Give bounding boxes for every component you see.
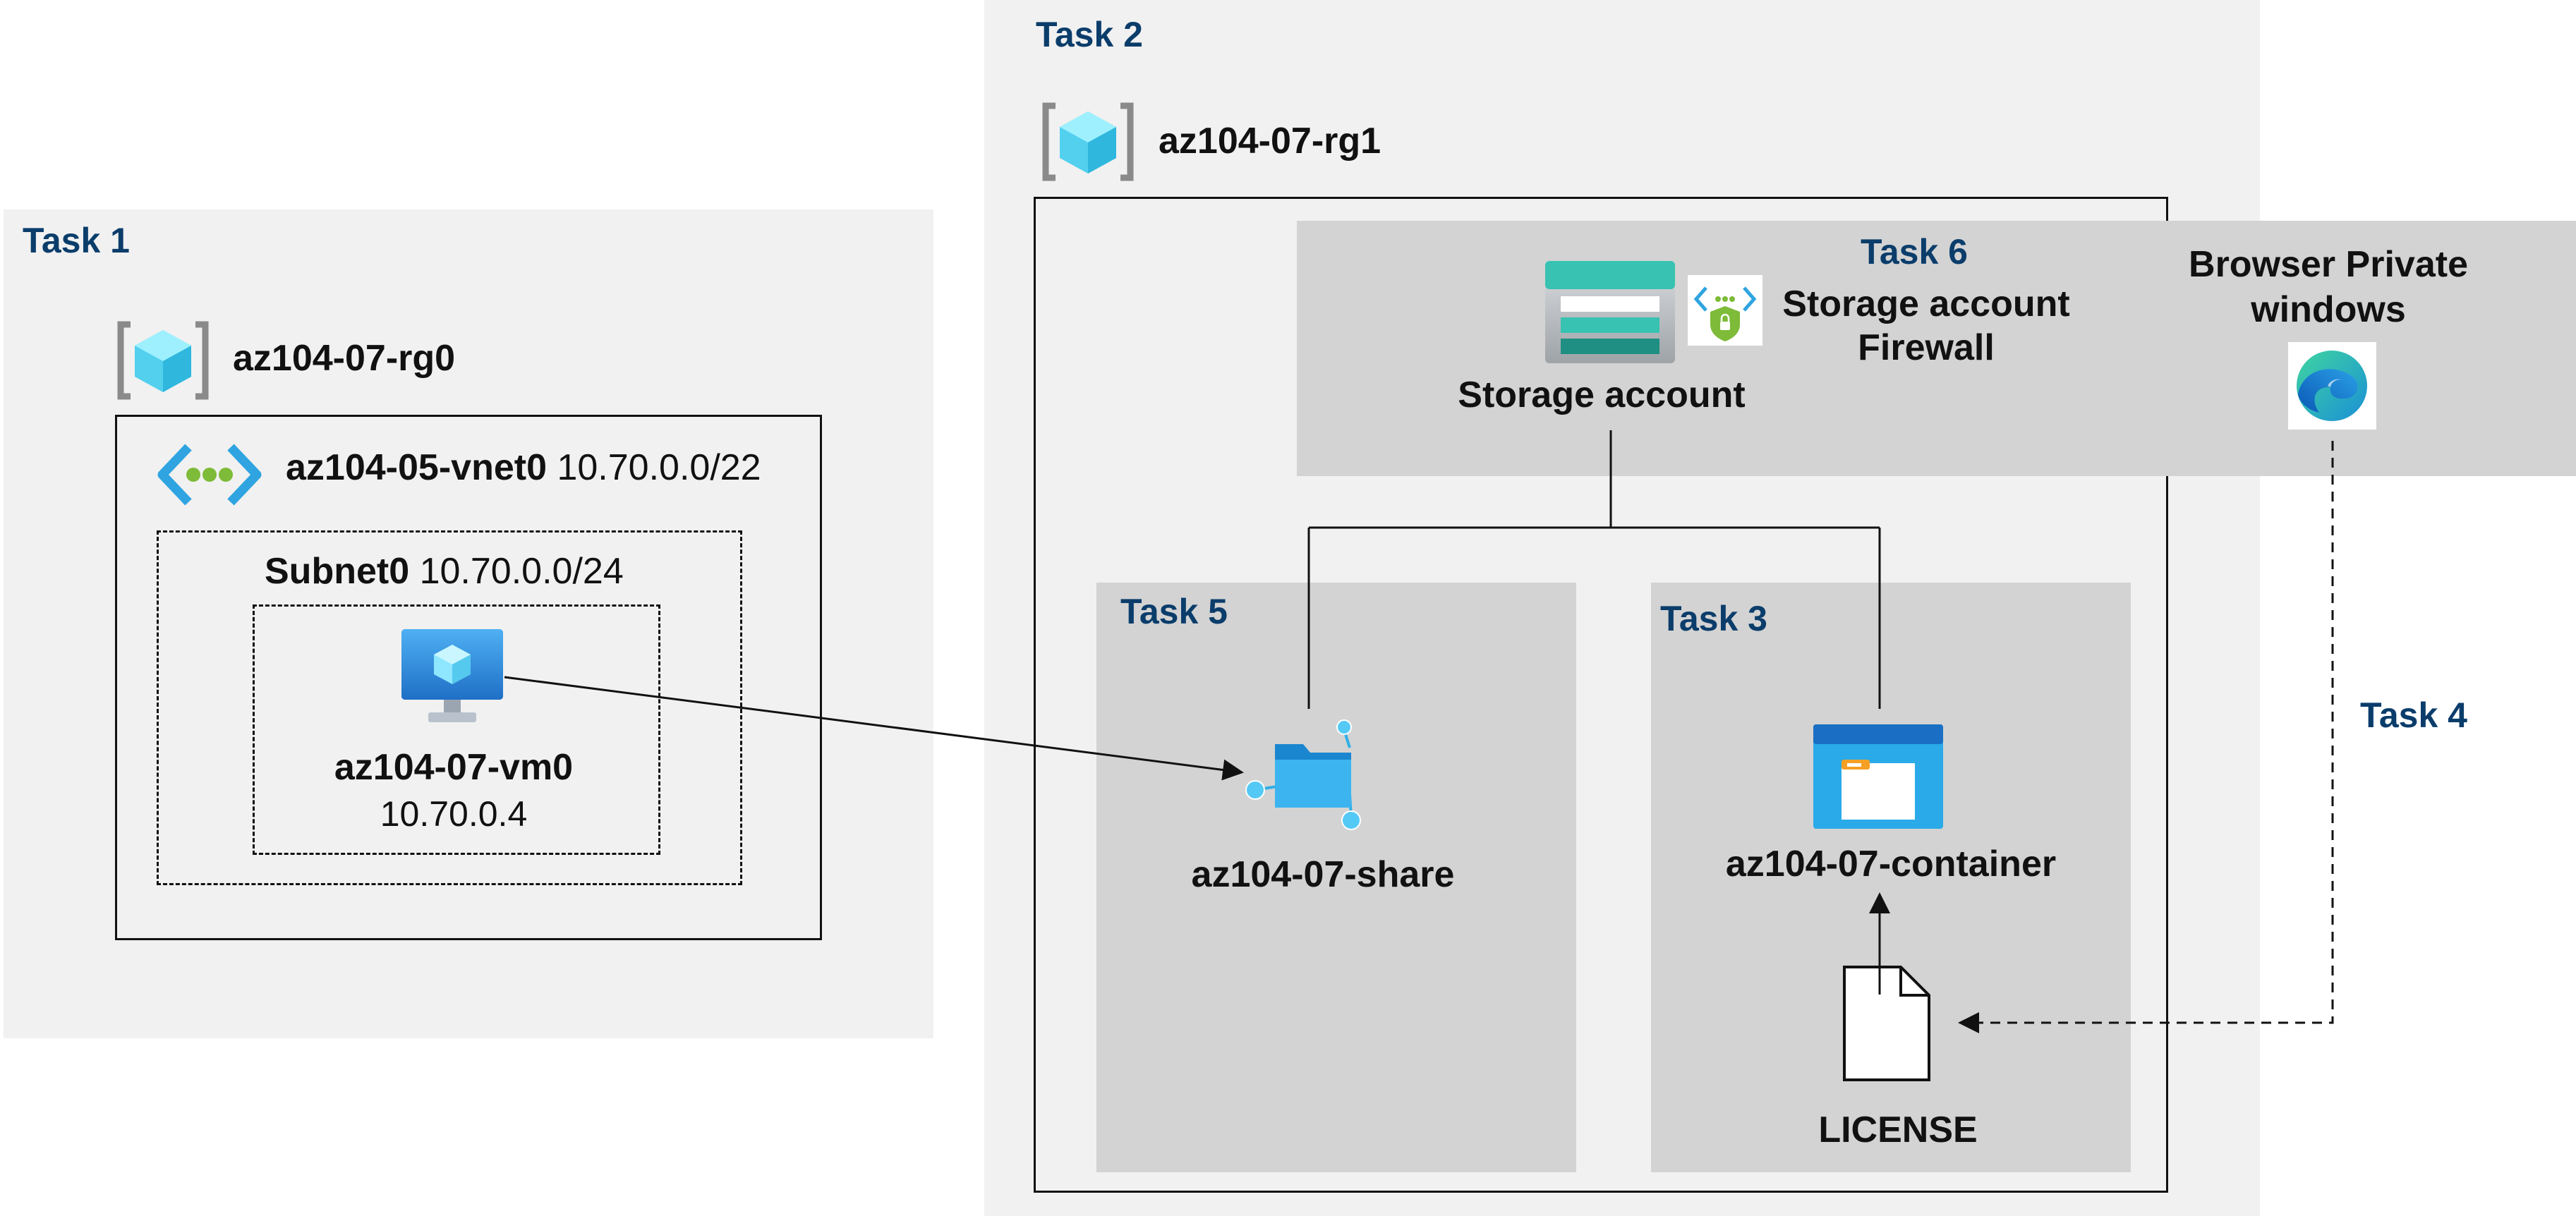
blob-container-icon: [1813, 724, 1943, 829]
rg0-box: [115, 415, 822, 940]
vm-name: az104-07-vm0: [334, 747, 574, 788]
subnet-name: Subnet0: [265, 551, 410, 592]
task5-title: Task 5: [1120, 592, 1228, 631]
task4-title: Task 4: [2360, 695, 2467, 735]
vnet-label: az104-05-vnet0 10.70.0.0/22: [286, 446, 761, 489]
virtual-network-icon: [157, 444, 262, 506]
share-label: az104-07-share: [1191, 854, 1455, 895]
task5-panel: [1096, 583, 1576, 1172]
firewall-label-line2: Firewall: [1858, 327, 1995, 368]
task3-title: Task 3: [1660, 599, 1767, 638]
vm-box: [253, 604, 660, 855]
subnet-cidr: 10.70.0.0/24: [419, 551, 624, 592]
virtual-machine-icon: [401, 629, 503, 722]
vm-to-share-arrow: [504, 676, 1244, 781]
rg1-label: az104-07-rg1: [1159, 121, 1381, 162]
task6-title: Task 6: [1861, 232, 1968, 272]
task2-title: Task 2: [1036, 15, 1143, 54]
storage-account-label: Storage account: [1458, 375, 1746, 415]
subnet-label: Subnet0 10.70.0.0/24: [265, 550, 624, 592]
vnet-cidr: 10.70.0.0/22: [557, 447, 761, 488]
browser-label-line2: windows: [2251, 289, 2406, 330]
browser-label: Browser Private windows: [2159, 242, 2498, 332]
edge-browser-icon: [2288, 342, 2376, 430]
document-icon: [1843, 966, 1930, 1081]
file-share-icon: [1245, 719, 1361, 830]
container-label: az104-07-container: [1725, 844, 2057, 884]
firewall-label: Storage account Firewall: [1757, 282, 2096, 370]
firewall-label-line1: Storage account: [1782, 284, 2070, 324]
browser-to-license-arrow: [1958, 441, 2334, 1033]
license-label: LICENSE: [1818, 1109, 1978, 1150]
task1-title: Task 1: [23, 221, 130, 260]
browser-label-line1: Browser Private: [2189, 244, 2468, 285]
resource-group-icon: [1042, 102, 1134, 181]
resource-group-icon: [117, 321, 209, 400]
storage-firewall-icon: [1688, 275, 1762, 346]
storage-account-icon: [1545, 261, 1675, 363]
storage-tree-connector: [1307, 430, 1881, 709]
vnet-name: az104-05-vnet0: [286, 447, 547, 488]
vm-ip: 10.70.0.4: [380, 794, 528, 834]
rg0-label: az104-07-rg0: [233, 338, 456, 379]
